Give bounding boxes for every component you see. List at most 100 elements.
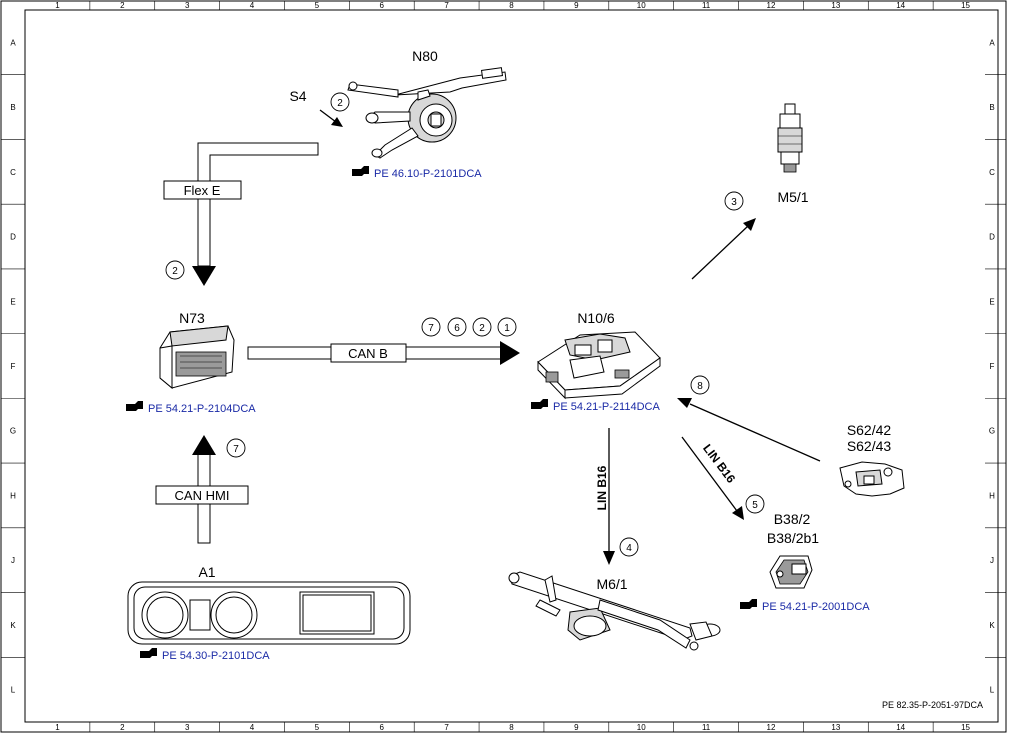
b38-2-sensor-illustration (769, 555, 813, 589)
grid-row-label: K (989, 621, 995, 630)
grid-column-label: 5 (315, 1, 320, 10)
ref-n10-6-link[interactable]: PE 54.21-P-2114DCA (553, 401, 660, 413)
svg-text:4: 4 (626, 543, 632, 554)
grid-row-label: H (10, 491, 16, 500)
flex-e-label-box (163, 180, 242, 200)
grid-column-label: 10 (637, 723, 646, 732)
grid-column-label: 15 (961, 723, 970, 732)
grid-column-label: 7 (444, 723, 449, 732)
can-b-label-box (330, 343, 407, 363)
s4-label: S4 (289, 88, 306, 104)
grid-column-label: 12 (767, 723, 776, 732)
grid-column-label: 11 (702, 1, 711, 10)
svg-text:7: 7 (233, 444, 239, 455)
n80-steering-column-module-illustration (347, 67, 507, 159)
signal-circle-m5-1: 3 (724, 191, 744, 211)
grid-column-label: 14 (896, 1, 905, 10)
signal-circle-flex-e: 2 (165, 260, 185, 280)
svg-text:8: 8 (697, 381, 703, 392)
ref-n10-6[interactable]: PE 54.21-P-2114DCA (531, 399, 660, 413)
a1-label: A1 (198, 564, 215, 580)
grid-column-label: 12 (767, 1, 776, 10)
svg-text:3: 3 (731, 197, 737, 208)
grid-row-label: C (10, 168, 16, 177)
svg-text:2: 2 (479, 323, 485, 334)
inner-frame (24, 9, 999, 723)
ref-n80[interactable]: PE 46.10-P-2101DCA (352, 166, 482, 180)
n10-6-label: N10/6 (577, 310, 615, 326)
pointing-hand-icon (531, 399, 548, 409)
grid-row-label: A (989, 38, 995, 47)
document-id: PE 82.35-P-2051-97DCA (882, 700, 983, 710)
grid-row-label: E (989, 297, 994, 306)
grid-column-label: 2 (120, 723, 125, 732)
ref-n73-link[interactable]: PE 54.21-P-2104DCA (148, 403, 256, 415)
m6-1-arrow (603, 428, 615, 565)
grid-column-label: 15 (961, 1, 970, 10)
grid-column-label: 2 (120, 1, 125, 10)
ref-b38-2[interactable]: PE 54.21-P-2001DCA (740, 599, 870, 613)
grid-column-label: 14 (896, 723, 905, 732)
grid-row-label: J (990, 556, 994, 565)
can-b-arrowhead (500, 341, 520, 365)
grid-row-label: F (990, 362, 995, 371)
grid-row-label: A (10, 38, 16, 47)
grid-row-label: G (989, 427, 995, 436)
pointing-hand-icon (140, 648, 157, 658)
grid-column-label: 13 (831, 1, 840, 10)
grid-column-label: 9 (574, 723, 579, 732)
grid-column-label: 4 (250, 723, 255, 732)
ref-a1-link[interactable]: PE 54.30-P-2101DCA (162, 650, 270, 662)
grid-column-label: 8 (509, 1, 514, 10)
m6-1-label: M6/1 (596, 576, 627, 592)
ref-n80-link[interactable]: PE 46.10-P-2101DCA (374, 168, 482, 180)
can-hmi-label: CAN HMI (175, 488, 230, 503)
ref-a1[interactable]: PE 54.30-P-2101DCA (140, 648, 270, 662)
grid-row-label: F (11, 362, 16, 371)
s62-42-label: S62/42 (847, 422, 892, 438)
grid-column-label: 8 (509, 723, 514, 732)
n73-label: N73 (179, 310, 205, 326)
signal-circle-s62: 8 (690, 375, 710, 395)
signal-circle-s4: 2 (330, 92, 350, 112)
flex-e-bus (197, 142, 319, 267)
grid-row-label: H (989, 491, 995, 500)
grid-row-label: E (10, 297, 15, 306)
grid-row-label: C (989, 168, 995, 177)
grid-row-label: J (11, 556, 15, 565)
grid-column-label: 1 (55, 1, 60, 10)
svg-text:1: 1 (504, 323, 510, 334)
grid-column-label: 10 (637, 1, 646, 10)
lin-b16-diagonal-label: LIN B16 (700, 442, 738, 486)
ref-n73[interactable]: PE 54.21-P-2104DCA (126, 401, 256, 415)
grid-row-label: L (990, 686, 995, 695)
grid-column-label: 9 (574, 1, 579, 10)
grid-row-label: L (11, 686, 16, 695)
b38-2-label: B38/2 (774, 511, 811, 527)
pointing-hand-icon (352, 166, 369, 176)
grid-column-label: 3 (185, 1, 190, 10)
m5-1-label: M5/1 (777, 189, 808, 205)
svg-text:2: 2 (337, 98, 343, 109)
svg-text:5: 5 (752, 500, 758, 511)
grid-column-label: 4 (250, 1, 255, 10)
can-hmi-arrowhead (192, 435, 216, 455)
flex-e-arrowhead (192, 266, 216, 286)
signal-circle-can-b-4: 1 (497, 317, 517, 337)
n73-control-unit-illustration (159, 325, 235, 390)
grid-row-label: G (10, 427, 16, 436)
ref-b38-2-link[interactable]: PE 54.21-P-2001DCA (762, 601, 870, 613)
s62-arrow (677, 398, 821, 462)
b38-2b1-label: B38/2b1 (767, 530, 819, 546)
lin-b16-vertical-label: LIN B16 (595, 465, 609, 510)
m5-1-arrow (691, 218, 756, 280)
signal-circle-can-b-1: 7 (421, 317, 441, 337)
signal-circle-can-hmi: 7 (226, 438, 246, 458)
n10-6-control-unit-illustration (537, 331, 661, 400)
flex-e-label: Flex E (184, 183, 221, 198)
s62-switch-illustration (839, 461, 905, 497)
signal-circle-b38-2: 5 (745, 494, 765, 514)
grid-column-label: 3 (185, 723, 190, 732)
